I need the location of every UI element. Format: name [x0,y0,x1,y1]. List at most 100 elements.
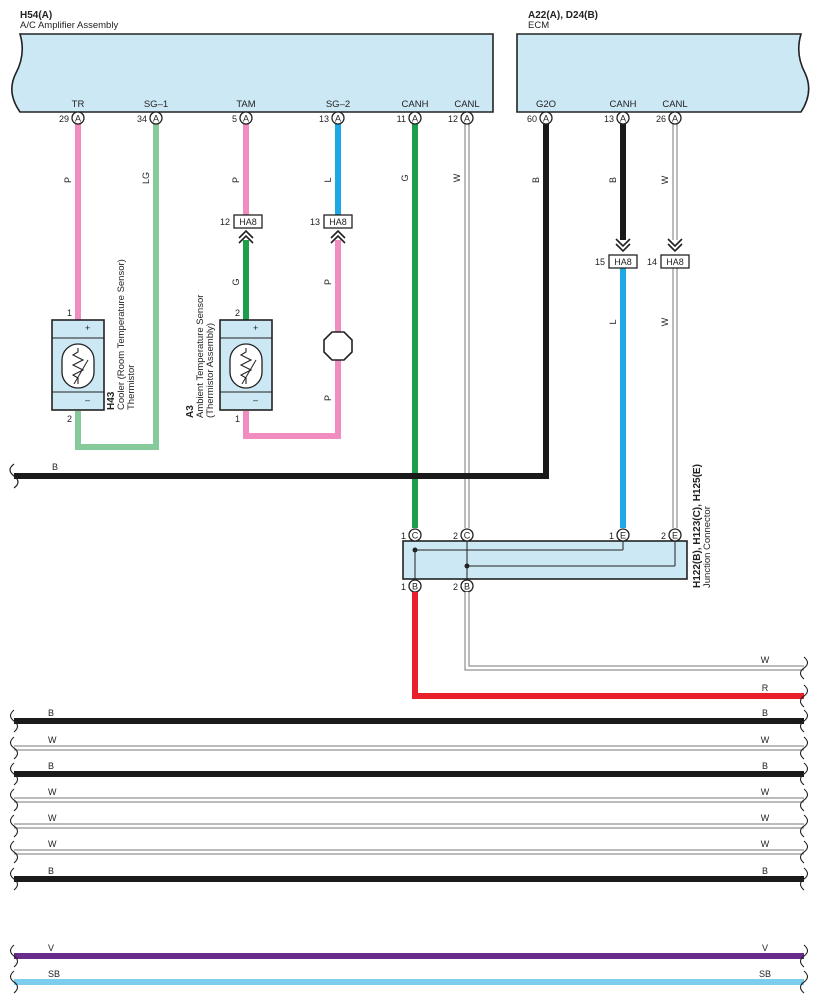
jc-pin-letters: C C E E B B [412,531,678,592]
wire-g2o [14,124,549,479]
inline-connector-ha8-14: HA8 14 [647,238,690,269]
svg-text:15: 15 [595,257,605,267]
bus-break-left-9 [9,944,19,968]
svg-text:E: E [672,531,678,541]
bus-label-left-8: B [48,866,54,876]
bus-line-1: R [762,683,809,708]
bus-break-left-2 [9,709,19,733]
svg-text:A: A [335,114,341,124]
inline-connector-ha8-13: HA8 13 [310,214,353,244]
jc-pin-numbers: 1 2 1 2 1 2 [401,531,666,592]
svg-text:34: 34 [137,114,147,124]
bus-break-left-8 [9,867,19,891]
wire-jc-w-out [464,592,804,671]
bus-label-right-1: R [762,683,769,693]
bus-label-left-7: W [48,839,57,849]
ac-amplifier-box [11,33,494,113]
bus-break-right-3 [799,736,809,760]
bus-label-right-8: B [762,866,768,876]
svg-text:B: B [412,582,418,592]
svg-text:26: 26 [656,114,666,124]
svg-text:12: 12 [220,217,230,227]
jc-label: H122(B), H123(C), H125(E) Junction Conne… [692,464,713,588]
svg-text:29: 29 [59,114,69,124]
bus-label-left-9: V [48,943,54,953]
svg-text:1: 1 [401,531,406,541]
bus-label-left-10: SB [48,969,60,979]
svg-text:2: 2 [453,582,458,592]
bus-label-left-5: W [48,787,57,797]
bus-break-left-6 [9,814,19,838]
svg-text:A: A [412,114,418,124]
bus-break-left-7 [9,840,19,864]
svg-text:LG: LG [141,172,151,184]
ecm-box [516,33,810,113]
svg-text:B: B [608,177,618,183]
svg-text:G: G [231,278,241,285]
svg-text:–: – [85,395,90,405]
h43-label: H43 Cooler (Room Temperature Sensor) The… [106,259,137,410]
svg-text:Ambient Temperature Sensor: Ambient Temperature Sensor [195,295,206,418]
amp-name: A/C Amplifier Assembly [20,20,118,31]
bus-break-right-4 [799,762,809,786]
svg-text:A: A [672,114,678,124]
jc-pin-circles [408,528,682,593]
bus-label-right-5: W [761,787,770,797]
svg-text:A: A [464,114,470,124]
ecm-code: A22(A), D24(B) [528,10,598,21]
bus-label-left-6: W [48,813,57,823]
svg-text:60: 60 [527,114,537,124]
pin-label-sg1: SG–1 [144,99,168,110]
svg-text:12: 12 [448,114,458,124]
svg-text:W: W [452,173,462,182]
svg-text:HA8: HA8 [666,257,684,267]
bus-label-right-6: W [761,813,770,823]
svg-text:13: 13 [604,114,614,124]
svg-text:C: C [412,531,419,541]
svg-text:1: 1 [235,414,240,424]
ground-bus-end [9,463,19,489]
amp-pin-circles [71,111,682,125]
pin-label-tam: TAM [236,99,255,110]
svg-text:HA8: HA8 [329,217,347,227]
svg-text:A: A [153,114,159,124]
svg-text:2: 2 [453,531,458,541]
svg-text:1: 1 [401,582,406,592]
bus-break-left-5 [9,788,19,812]
bus-break-left-4 [9,762,19,786]
bus-break-right-8 [799,867,809,891]
svg-text:2: 2 [661,531,666,541]
wire-codes: P LG P G L P P G W B B W L W [63,172,670,401]
svg-text:14: 14 [647,257,657,267]
svg-text:11: 11 [397,114,406,124]
bus-break-right-6 [799,814,809,838]
svg-text:5: 5 [232,114,237,124]
bus-label-left-3: W [48,735,57,745]
bus-break-right-10 [799,970,809,994]
pin-label-canl-amp: CANL [454,99,479,110]
svg-text:W: W [660,175,670,184]
svg-text:L: L [323,177,333,182]
svg-text:–: – [253,395,258,405]
svg-text:P: P [323,395,333,401]
bus-label-right-2: B [762,708,768,718]
svg-text:A: A [543,114,549,124]
svg-text:1: 1 [67,308,72,318]
svg-text:L: L [608,319,618,324]
wire-jc-r-out [412,592,804,699]
svg-text:13: 13 [319,114,329,124]
bus-label-right-9: V [762,943,768,953]
h43-thermistor: + – 1 2 [51,308,105,424]
svg-text:E: E [620,531,626,541]
wire-sg1 [75,124,159,450]
svg-text:W: W [660,317,670,326]
